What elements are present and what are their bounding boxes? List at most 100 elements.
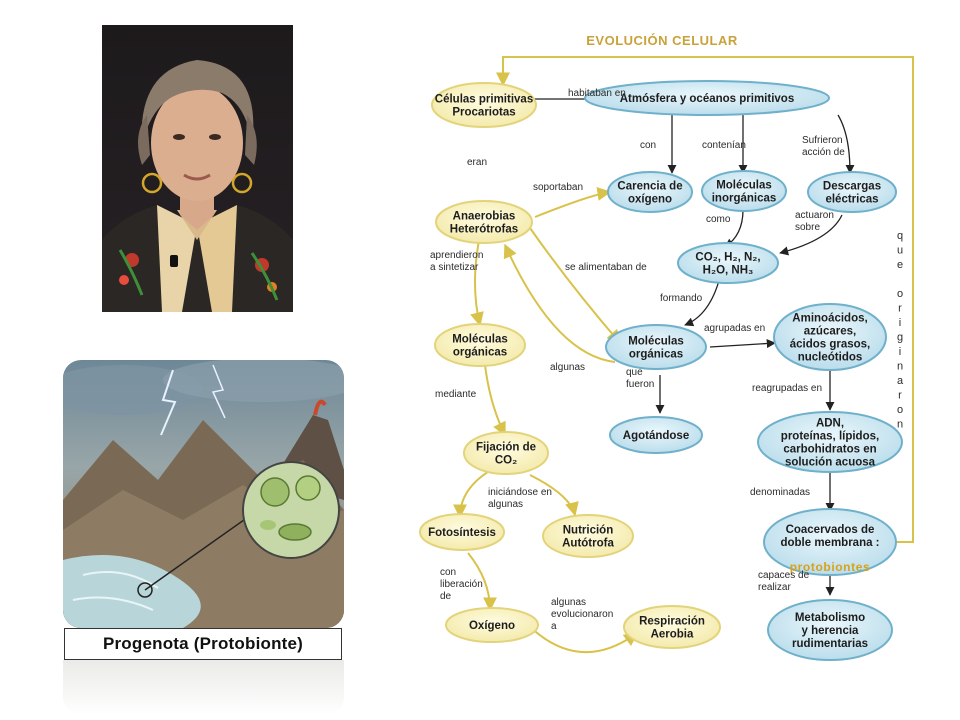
link-label-con-liberacion: con bbox=[440, 567, 456, 578]
arrow-iniciandose-right bbox=[529, 474, 579, 517]
link-label-que-originaron: u bbox=[897, 245, 903, 257]
node-adn: ADN,proteínas, lípidos,carbohidratos ens… bbox=[757, 411, 903, 473]
node-text: doble membrana : bbox=[780, 537, 879, 549]
arrow-evolucionaron bbox=[527, 624, 639, 654]
caption-text: Progenota (Protobionte) bbox=[102, 634, 304, 653]
link-label-sufrieron: Sufrieron bbox=[802, 135, 843, 146]
node-oxigeno: Oxígeno bbox=[445, 607, 539, 643]
node-text: Células primitivas bbox=[435, 94, 533, 106]
node-text: y herencia bbox=[802, 625, 859, 637]
node-text: ADN, bbox=[816, 418, 844, 430]
link-label-como: como bbox=[706, 214, 731, 225]
node-text: orgánicas bbox=[453, 347, 507, 359]
link-label-mediante: mediante bbox=[435, 389, 477, 400]
link-label-capaces: capaces de bbox=[758, 570, 810, 581]
node-text: Carencia de bbox=[617, 181, 682, 193]
node-text: Respiración bbox=[639, 616, 705, 628]
concept-map-svg: EVOLUCIÓN CELULAR Células primitivasProca… bbox=[419, 33, 914, 661]
link-label-algunas-evolucionaron: algunas bbox=[551, 597, 586, 608]
link-label-formando: formando bbox=[660, 293, 703, 304]
node-text: nucleótidos bbox=[798, 352, 863, 364]
caption-box: Progenota (Protobionte) bbox=[64, 628, 342, 660]
node-text: eléctricas bbox=[825, 194, 878, 206]
arrow-actuaron bbox=[779, 214, 843, 256]
node-text: Atmósfera y océanos primitivos bbox=[620, 93, 794, 105]
arrow-algunas bbox=[503, 243, 616, 363]
link-label-que-originaron: a bbox=[897, 375, 904, 387]
link-label-iniciandose: iniciándose en bbox=[488, 487, 552, 498]
link-label-que-originaron: q bbox=[897, 230, 903, 242]
node-text: inorgánicas bbox=[712, 193, 777, 205]
portrait-illustration bbox=[102, 60, 293, 312]
node-text: Agotándose bbox=[623, 430, 689, 442]
node-text: Coacervados de bbox=[786, 524, 875, 536]
node-text: azúcares, bbox=[804, 326, 856, 338]
node-text: Anaerobias bbox=[453, 211, 516, 223]
node-text: Procariotas bbox=[452, 107, 515, 119]
node-text: H₂O, NH₃ bbox=[703, 265, 754, 277]
node-text: Moléculas bbox=[628, 336, 684, 348]
node-text: Moléculas bbox=[452, 334, 508, 346]
link-label-aprendieron: a sintetizar bbox=[430, 262, 479, 273]
primitive-earth-scene bbox=[63, 360, 344, 628]
node-aminoacidos: Aminoácidos,azúcares,ácidos grasos,nucle… bbox=[773, 303, 887, 371]
link-label-que-fueron: que bbox=[626, 367, 643, 378]
node-text: solución acuosa bbox=[785, 457, 876, 469]
node-text: CO₂ bbox=[495, 455, 517, 467]
arrow-agrupadas bbox=[709, 338, 776, 349]
link-label-que-originaron: e bbox=[897, 259, 903, 271]
node-text: Autótrofa bbox=[562, 538, 614, 550]
arrow-sufrieron bbox=[837, 114, 855, 174]
arrow-soportaban bbox=[534, 186, 612, 218]
node-text: Aerobia bbox=[651, 629, 694, 641]
link-label-actuaron: sobre bbox=[795, 222, 820, 233]
photo-reflection bbox=[63, 660, 344, 715]
link-label-que-originaron: o bbox=[897, 288, 903, 300]
link-label-algunas-evolucionaron: a bbox=[551, 621, 557, 632]
link-label-habitaban-en: habitaban en bbox=[568, 88, 626, 99]
link-label-aprendieron: aprendieron bbox=[430, 250, 483, 261]
link-label-que-originaron: i bbox=[899, 346, 901, 358]
node-agotandose: Agotándose bbox=[609, 416, 703, 454]
node-text: ácidos grasos, bbox=[790, 339, 871, 351]
link-label-que-originaron: o bbox=[897, 404, 903, 416]
node-text: Nutrición bbox=[563, 525, 613, 537]
link-label-que-originaron: i bbox=[899, 317, 901, 329]
node-text: proteínas, lípidos, bbox=[781, 431, 879, 443]
link-label-actuaron: actuaron bbox=[795, 210, 834, 221]
link-label-con: con bbox=[640, 140, 656, 151]
node-fotosintesis: Fotosíntesis bbox=[419, 513, 505, 551]
link-label-que-originaron: r bbox=[898, 303, 902, 315]
arrow-mediante bbox=[484, 364, 506, 437]
link-label-con-liberacion: liberación bbox=[440, 579, 483, 590]
portrait-photo bbox=[102, 25, 293, 312]
node-text: Metabolismo bbox=[795, 612, 865, 624]
link-label-reagrupadas-en: reagrupadas en bbox=[752, 383, 822, 394]
link-label-contenian: contenían bbox=[702, 140, 746, 151]
node-text: Aminoácidos, bbox=[792, 313, 867, 325]
node-text: CO₂, H₂, N₂, bbox=[695, 252, 760, 264]
node-text: Fotosíntesis bbox=[428, 527, 496, 539]
map-title: EVOLUCIÓN CELULAR bbox=[586, 33, 738, 48]
link-label-iniciandose: algunas bbox=[488, 499, 523, 510]
link-label-que-originaron: g bbox=[897, 332, 903, 344]
arrow-originaron bbox=[496, 56, 914, 543]
node-text: rudimentarias bbox=[792, 638, 868, 650]
link-label-agrupadas-en: agrupadas en bbox=[704, 323, 765, 334]
node-text: Fijación de bbox=[476, 442, 536, 454]
node-text: carbohidratos en bbox=[783, 444, 876, 456]
arrow-con-liberacion bbox=[467, 552, 497, 612]
node-text: Oxígeno bbox=[469, 620, 515, 632]
link-label-se-alimentaban: se alimentaban de bbox=[565, 262, 647, 273]
link-label-soportaban: soportaban bbox=[533, 182, 583, 193]
